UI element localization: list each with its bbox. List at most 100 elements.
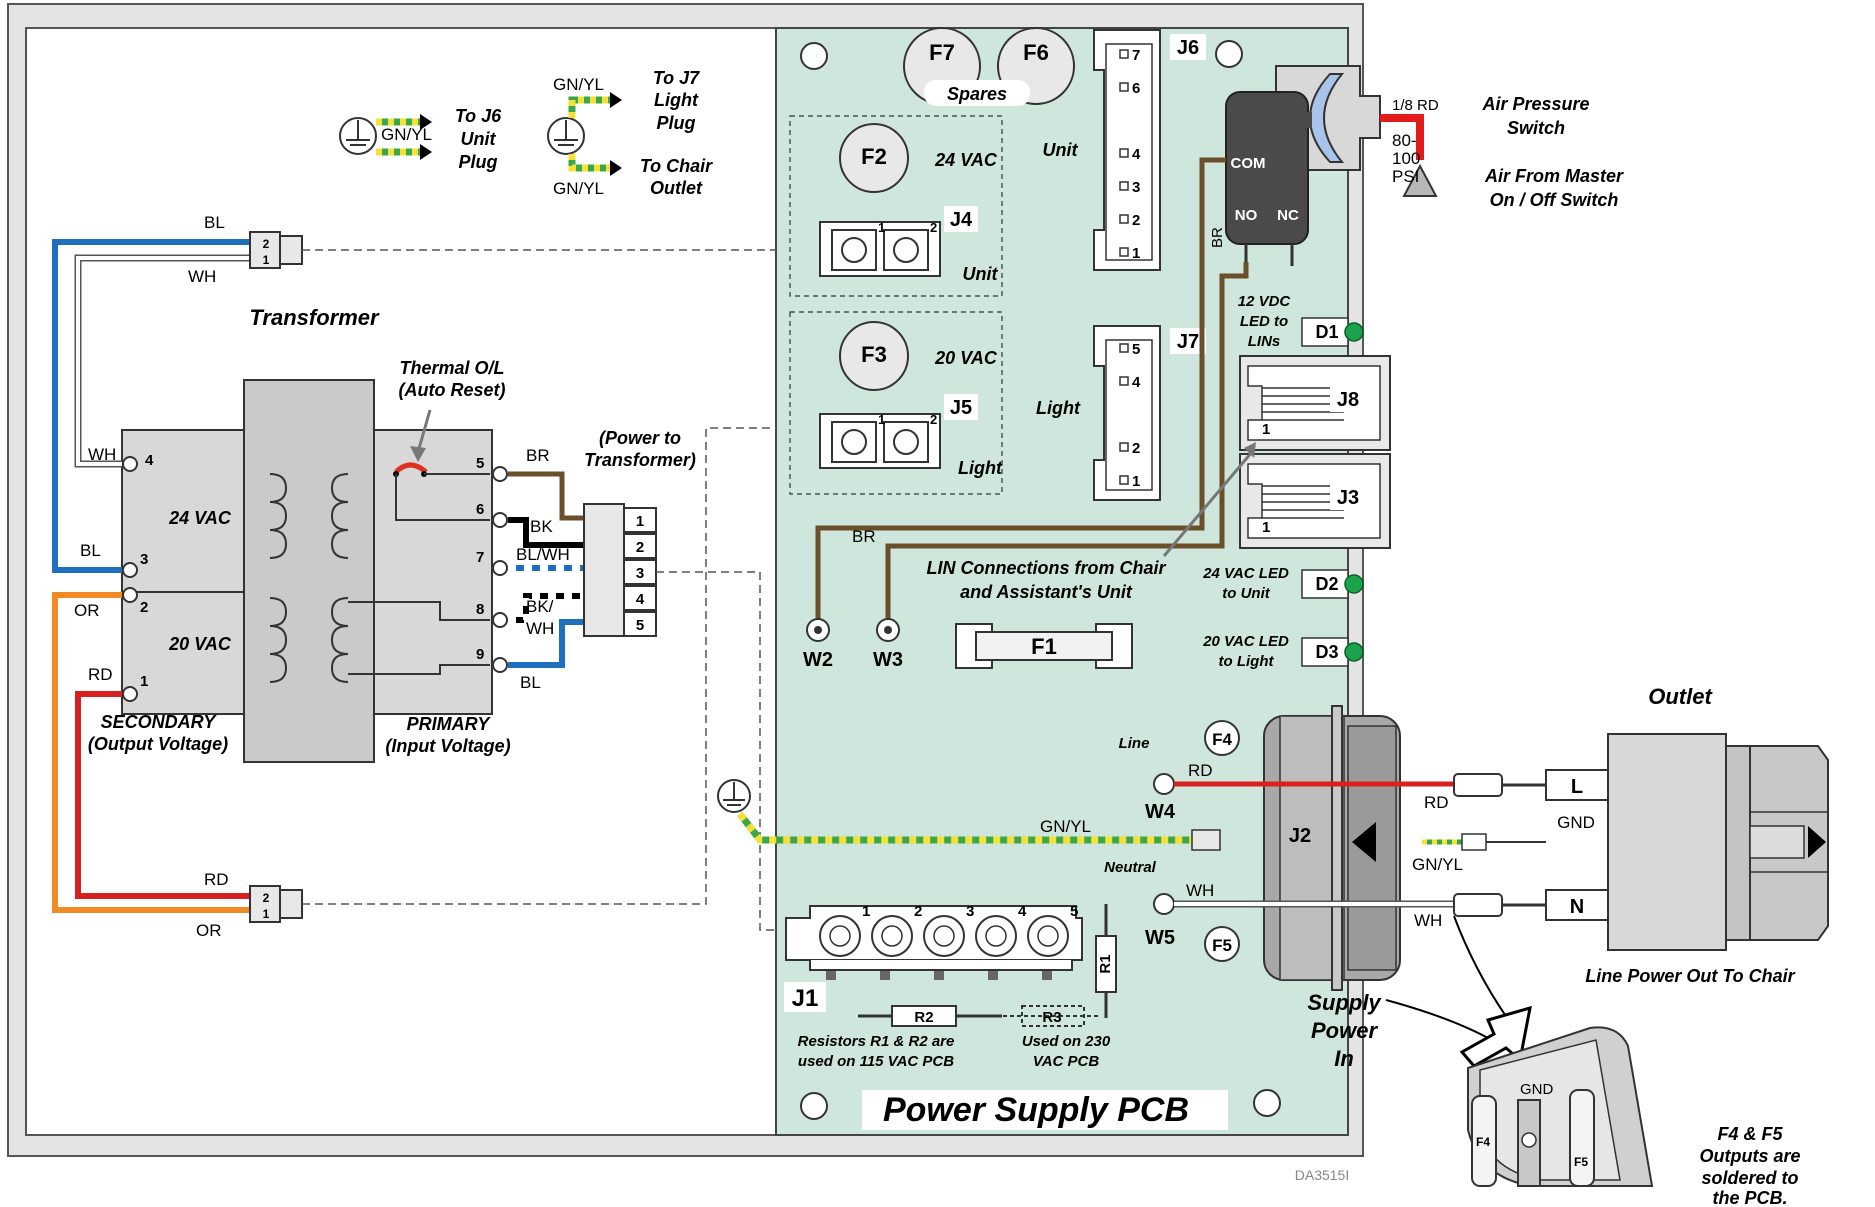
fuse-f2: F2 <box>861 144 887 169</box>
pin-label: 3 <box>966 903 974 920</box>
outlet-l: L <box>1571 776 1583 798</box>
resistors: R1 R2 R3 Resistors R1 & R2 are used on 1… <box>798 904 1117 1070</box>
pin-label: 3 <box>636 565 644 582</box>
j4-group: F2 24 VAC 1 2 J4 Unit <box>789 115 1003 297</box>
note-line: Plug <box>459 152 498 172</box>
switch-com: COM <box>1231 155 1266 172</box>
secondary-20vac-label: 20 VAC <box>168 634 232 654</box>
air-master-label: Air From Master <box>1484 166 1624 186</box>
wire-label: BR <box>1209 227 1226 248</box>
transformer-bottom-connector: 2 1 RD OR <box>196 427 776 940</box>
switch-no: NO <box>1235 207 1258 224</box>
detail-note: the PCB. <box>1712 1188 1787 1207</box>
psi-label: 80- <box>1392 131 1417 150</box>
connector-j6-group: Unit J6 7 6 4 3 2 1 <box>1043 29 1206 271</box>
pcb-title: Power Supply PCB <box>883 1091 1189 1129</box>
switch-nc: NC <box>1277 207 1299 224</box>
pin-label: 1 <box>1262 421 1270 438</box>
terminal-w3: W3 <box>873 649 903 671</box>
led-d2-name: D2 <box>1315 574 1338 594</box>
pin-label: 5 <box>636 617 644 634</box>
ground-wire: GN/YL <box>717 779 1192 844</box>
fuse-f1: F1 <box>1031 634 1057 659</box>
connector-j1-group: 1 2 3 4 5 J1 <box>784 903 1083 1012</box>
pin-label: 4 <box>145 452 154 469</box>
power-label: (Power to <box>599 428 681 448</box>
led-label: to Unit <box>1222 585 1270 602</box>
led-label: to Light <box>1219 653 1275 670</box>
pin-label: 5 <box>1132 341 1140 358</box>
led-label: LED to <box>1240 313 1288 330</box>
led-d2: 24 VAC LED to Unit D2 <box>1202 565 1364 602</box>
air-tube-label: 1/8 RD <box>1392 97 1439 114</box>
transformer-title: Transformer <box>249 305 380 330</box>
pin-label: 1 <box>1262 519 1270 536</box>
detail-note: F4 & F5 <box>1717 1124 1783 1144</box>
pin-label: 1 <box>140 673 148 690</box>
pin-label: 3 <box>1132 179 1140 196</box>
mount-hole <box>1215 40 1243 68</box>
primary-wires: BR BK BL/WH BK/ WH BL (Power to Transfor… <box>508 428 696 692</box>
lin-note: LIN Connections from Chair and Assistant… <box>926 442 1256 602</box>
note-line: Plug <box>657 113 696 133</box>
terminal-w2: W2 <box>803 649 833 671</box>
fuse-f5: F5 <box>1212 936 1232 955</box>
pin-label: 1 <box>263 907 270 921</box>
fuse-f3: F3 <box>861 342 887 367</box>
wire-label: BL <box>520 673 541 692</box>
fuse-f6: F6 <box>1023 40 1049 65</box>
secondary-24vac-label: 24 VAC <box>168 508 232 528</box>
supply-label: Power <box>1311 1018 1378 1043</box>
brown-wires: BR BR <box>815 157 1249 628</box>
connector-j5: J5 <box>950 397 972 419</box>
supply-label: In <box>1334 1046 1354 1071</box>
pin-label: 2 <box>263 891 270 905</box>
led-d3-name: D3 <box>1315 642 1338 662</box>
wire-label: RD <box>1424 793 1449 812</box>
pin-label: 2 <box>263 237 270 251</box>
air-pressure-switch: COM NO NC 1/8 RD 80- 100 PSI Air Pressur… <box>1225 65 1624 266</box>
pin-label: 2 <box>1132 440 1140 457</box>
pin-label: 6 <box>1132 80 1140 97</box>
secondary-label: SECONDARY <box>101 712 218 732</box>
spares-label: Spares <box>947 84 1007 104</box>
wire-label: WH <box>188 267 216 286</box>
wire-label: BK/ <box>526 597 554 616</box>
transformer-power-plug: 1 2 3 4 5 <box>583 503 776 931</box>
mount-hole <box>800 42 828 70</box>
pin-label: 1 <box>636 513 644 530</box>
led-icon <box>1344 642 1364 662</box>
j5-group: F3 20 VAC 1 2 J5 Light <box>789 311 1003 495</box>
pin-label: 1 <box>878 412 885 427</box>
transformer-top-connector: 2 1 BL WH <box>188 213 776 286</box>
outlet-caption: Line Power Out To Chair <box>1585 966 1795 986</box>
transformer: Transformer 24 VAC 20 VAC SECONDARY (Out… <box>88 305 511 763</box>
pin-label: 1 <box>878 220 885 235</box>
outlet: Outlet L N GND RD GN/YL WH Line Power Ou… <box>1412 684 1829 986</box>
led-icon <box>1344 322 1364 342</box>
pin-label: 5 <box>1070 903 1078 920</box>
secondary-wires: WH BL OR RD <box>52 239 250 913</box>
pin-label: 1 <box>1132 473 1140 490</box>
air-inlet-icon <box>1402 163 1438 197</box>
gnyl-label: GN/YL <box>553 179 604 198</box>
wire-label: WH <box>88 445 116 464</box>
primary-label: (Input Voltage) <box>385 736 510 756</box>
led-label: LINs <box>1248 333 1281 350</box>
secondary-label: (Output Voltage) <box>88 734 228 754</box>
pin-label: 2 <box>930 220 937 235</box>
detail-note: Outputs are <box>1699 1146 1800 1166</box>
wire-label: RD <box>204 870 229 889</box>
fuse-f7: F7 <box>929 40 955 65</box>
thermal-label: (Auto Reset) <box>399 380 506 400</box>
j4-label: Unit <box>963 264 999 284</box>
pin-label: 1 <box>263 253 270 267</box>
callout-arrow-icon <box>1459 1005 1532 1068</box>
wire-label: BL <box>204 213 225 232</box>
wire-label: OR <box>74 601 100 620</box>
pin-label: 3 <box>140 551 148 568</box>
resistor-r1: R1 <box>1097 954 1114 973</box>
pin-label: 1 <box>1132 245 1140 262</box>
jack-j8: J8 1 <box>1239 355 1391 451</box>
detail-f5: F5 <box>1574 1155 1588 1169</box>
